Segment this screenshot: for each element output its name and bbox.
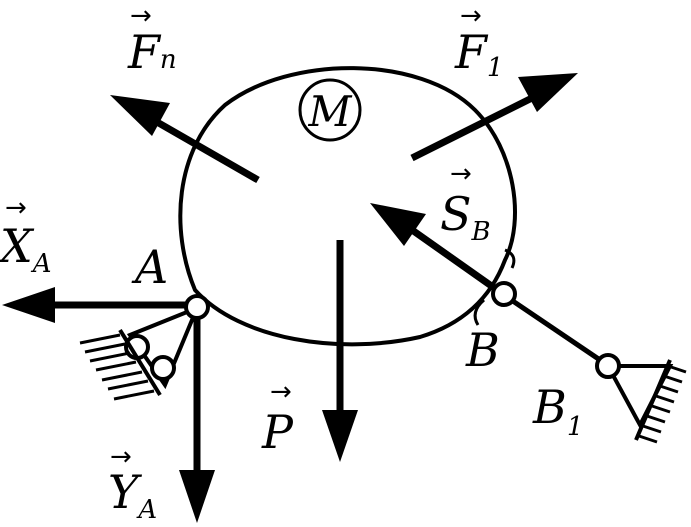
force-f1-label: F1 [454, 25, 503, 83]
force-sb-vec: → [450, 159, 472, 189]
force-fn-label: Fn [127, 25, 177, 79]
force-p-label: P [261, 405, 294, 459]
force-f1-head [518, 73, 578, 112]
force-fn-head [110, 95, 170, 136]
point-a-label: A [131, 240, 168, 294]
point-b-label: B [465, 323, 500, 377]
force-ya-label: YA [108, 465, 157, 525]
force-xa-head [2, 287, 55, 323]
force-fn-vec: → [130, 1, 152, 31]
force-xa-label: XA [0, 219, 52, 279]
point-b1-label: B1 [532, 380, 583, 442]
force-ya-head [179, 470, 215, 523]
force-f1-shaft [410, 91, 540, 162]
force-sb-label: SB [440, 187, 491, 247]
support-a [79, 294, 210, 401]
body-label-circle [298, 78, 362, 142]
force-sb-shaft [402, 222, 503, 295]
hinge-b [473, 248, 605, 365]
force-f1-vec: → [460, 1, 482, 31]
support-b1 [595, 353, 687, 444]
body-label: M [307, 87, 352, 136]
force-ya-vec: → [110, 442, 132, 472]
force-xa-vec: → [5, 193, 27, 223]
force-p-vec: → [270, 377, 292, 407]
force-sb-head [370, 203, 426, 246]
body-outline [178, 66, 517, 347]
force-fn-shaft [148, 114, 260, 184]
force-p-head [322, 410, 358, 462]
